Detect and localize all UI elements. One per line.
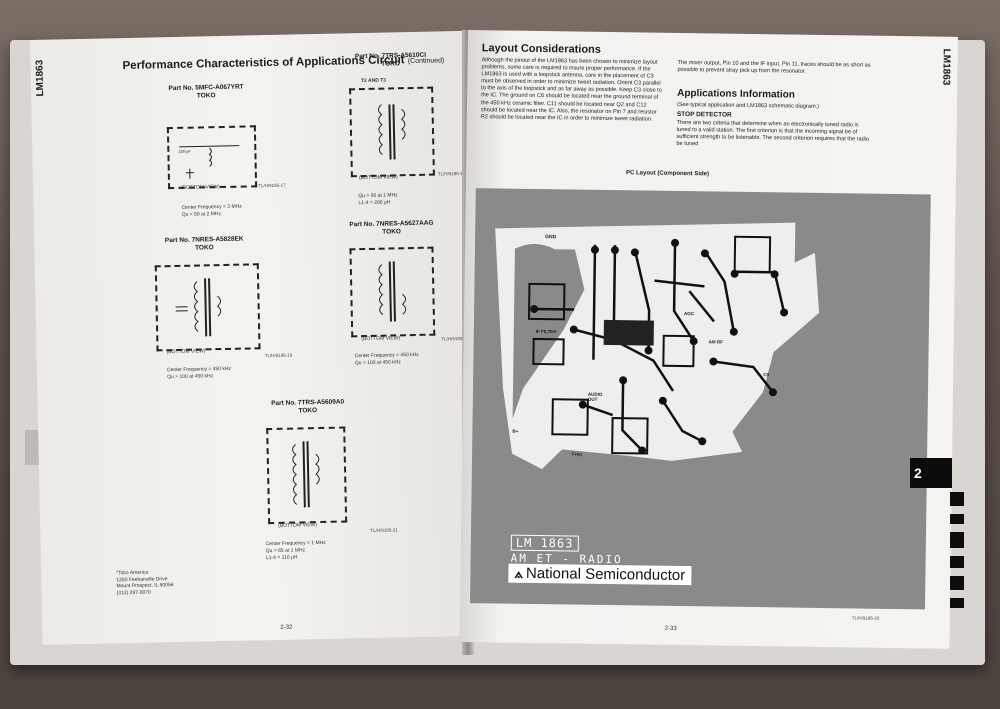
board-banner: LM 1863 AM ET - RADIO	[510, 534, 681, 569]
part-4-spec-2: Qu > 100 at 450 kHz	[354, 359, 401, 367]
right-page: LM1863 Layout Considerations Although th…	[459, 30, 958, 649]
part-3-header: Part No. 7NRES-A5828EK TOKO	[144, 235, 264, 254]
layout-paragraph: Although the pinout of the LM1863 has be…	[480, 57, 662, 123]
footnote-line: Mount Prospect, IL 60056	[116, 582, 174, 590]
part-2-header: Part No. 7TRS-A5610CI TOKO	[335, 51, 445, 69]
section-tab: 2	[910, 458, 952, 488]
figure-id: TL/H/9185-19	[264, 352, 293, 359]
stop-detector-paragraph: There are two criteria that determine wh…	[676, 119, 870, 148]
part-3-spec-2: Qu > 100 at 450 kHz	[167, 373, 214, 381]
part-4-header: Part No. 7NRES-A5627AAG TOKO	[329, 219, 454, 238]
part-1-spec-2: Qu > 50 at 2 MHz	[181, 211, 222, 218]
pcb-layout-figure: GND IF FILTER AUDIO OUT AM RF B+ Freq AG…	[469, 188, 931, 610]
layout-heading: Layout Considerations	[481, 42, 602, 56]
part-maker: TOKO	[194, 244, 214, 252]
part-5-spec-2: Qu > 65 at 1 MHz	[265, 547, 306, 555]
thumb-mark	[950, 556, 964, 568]
part-maker: TOKO	[298, 407, 318, 415]
national-semiconductor-logo: ⟑ National Semiconductor	[508, 563, 692, 586]
thumb-mark	[950, 492, 964, 506]
transformer-t4-diagram	[154, 263, 261, 352]
part-1-header: Part No. 5MFC-A067YRT TOKO	[151, 83, 261, 101]
footnote-line: (312) 297-0070	[116, 589, 151, 596]
logo-text: National Semiconductor	[525, 564, 686, 585]
stop-detector-heading: STOP DETECTOR	[676, 110, 732, 119]
part-maker: TOKO	[381, 60, 400, 68]
figure-id: TL/H/9185-22	[851, 615, 880, 621]
left-side-label: LM1863	[34, 59, 47, 97]
pcb-c9-label: C9	[763, 372, 770, 378]
thumb-mark	[950, 514, 964, 524]
part-2-spec-1: Qu > 95 at 1 MHz	[358, 192, 398, 200]
pcb-agc-label: AGC	[684, 311, 695, 317]
view-label: (BOTTOM VIEW)	[361, 335, 401, 343]
right-side-label: LM1863	[940, 48, 952, 86]
left-page: LM1863 Performance Characteristics of Ap…	[30, 30, 483, 645]
left-page-number: 2-32	[280, 624, 293, 631]
part-2-spec-2: L1-4 = 200 μH	[358, 199, 391, 207]
figure-id: TL/H/9185-21	[370, 527, 398, 533]
mixer-paragraph: The mixer output, Pin 10 and the IF inpu…	[677, 59, 871, 75]
pcb-am-rf-label: AM RF	[708, 339, 723, 345]
transformer-t6-diagram	[266, 426, 348, 525]
part-5-spec-3: L1-4 = 110 μH	[265, 554, 298, 562]
transformer-t5-diagram	[349, 246, 436, 338]
pcb-if-filter-label: IF FILTER	[535, 328, 557, 335]
part-maker: TOKO	[382, 228, 401, 236]
view-label: (BOTTOM VIEW)	[181, 184, 220, 191]
thumb-mark	[950, 532, 964, 548]
pcb-copper-traces	[495, 222, 820, 470]
applications-subtitle: (See typical application and LM1863 sche…	[676, 101, 820, 110]
cap-label: 180 pF	[178, 148, 191, 154]
ns-logo-icon: ⟑	[514, 564, 524, 581]
t2-t3-label: T2 AND T3	[360, 77, 387, 85]
pcb-bplus-label: B+	[512, 428, 519, 434]
thumb-index-marks	[950, 452, 968, 617]
applications-heading: Applications Information	[677, 87, 795, 101]
banner-line-1: LM 1863	[510, 534, 579, 552]
transformer-t1-diagram	[166, 125, 258, 190]
part-5-header: Part No. 7TRS-A5609A0 TOKO	[253, 398, 363, 416]
pcb-freq-label: Freq	[572, 451, 582, 457]
part-5-spec-1: Center Frequency < 1 MHz	[265, 539, 326, 548]
transformer-t2-diagram	[349, 86, 435, 178]
right-page-number: 2-33	[664, 625, 677, 632]
footnote: *Toko America 1250 Feehanville Drive Mou…	[116, 569, 174, 596]
pcb-audio-out-label: AUDIO OUT	[587, 391, 603, 402]
view-label: (BOTTOM VIEW)	[166, 348, 206, 356]
figure-id: TL/H/9185-17	[258, 182, 286, 189]
part-4-spec-1: Center Frequency = 450 kHz	[354, 351, 419, 360]
pcb-gnd-label: GND	[545, 234, 557, 241]
thumb-mark	[950, 576, 964, 590]
view-label: (BOTTOM VIEW)	[278, 522, 318, 529]
view-label: (BOTTOM VIEW)	[358, 174, 398, 182]
pcb-caption: PC Layout (Component Side)	[625, 170, 710, 178]
part-1-spec-1: Center Frequency = 3 MHz	[181, 203, 242, 211]
thumb-mark	[950, 598, 964, 608]
